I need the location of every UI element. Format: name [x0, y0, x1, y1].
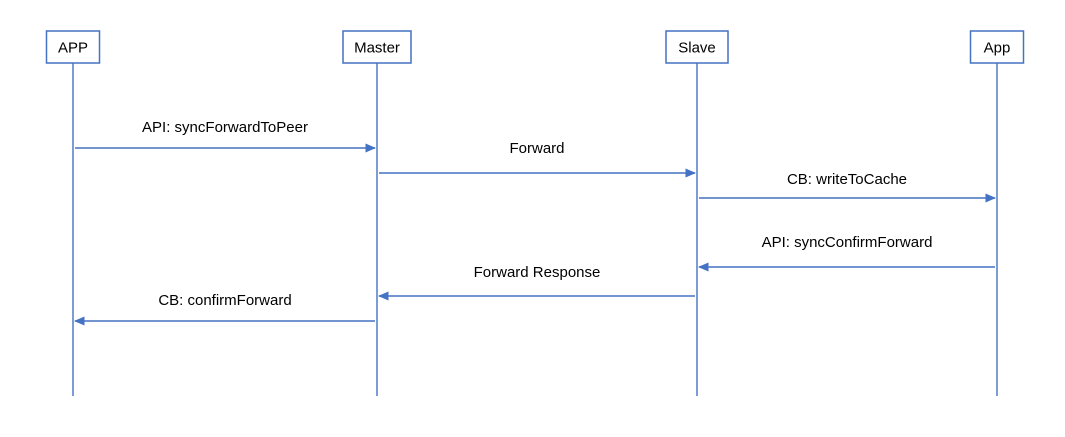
actor-label-app: App — [984, 39, 1011, 56]
actor-box-slave — [665, 30, 729, 64]
actor-box-app — [969, 30, 1025, 64]
actor-box-app — [45, 30, 101, 64]
message-label-3: CB: writeToCache — [787, 171, 907, 188]
message-label-6: CB: confirmForward — [158, 292, 291, 309]
message-label-1: API: syncForwardToPeer — [142, 119, 308, 136]
actor-box-master — [342, 30, 412, 64]
lifelines-layer — [72, 63, 998, 396]
actor-label-app: APP — [58, 39, 88, 56]
message-label-5: Forward Response — [474, 264, 601, 281]
message-label-4: API: syncConfirmForward — [762, 234, 933, 251]
actor-label-master: Master — [354, 39, 400, 56]
message-label-2: Forward — [509, 140, 564, 157]
actors-layer: APP Master Slave App — [45, 30, 1025, 64]
actor-label-slave: Slave — [678, 39, 716, 56]
